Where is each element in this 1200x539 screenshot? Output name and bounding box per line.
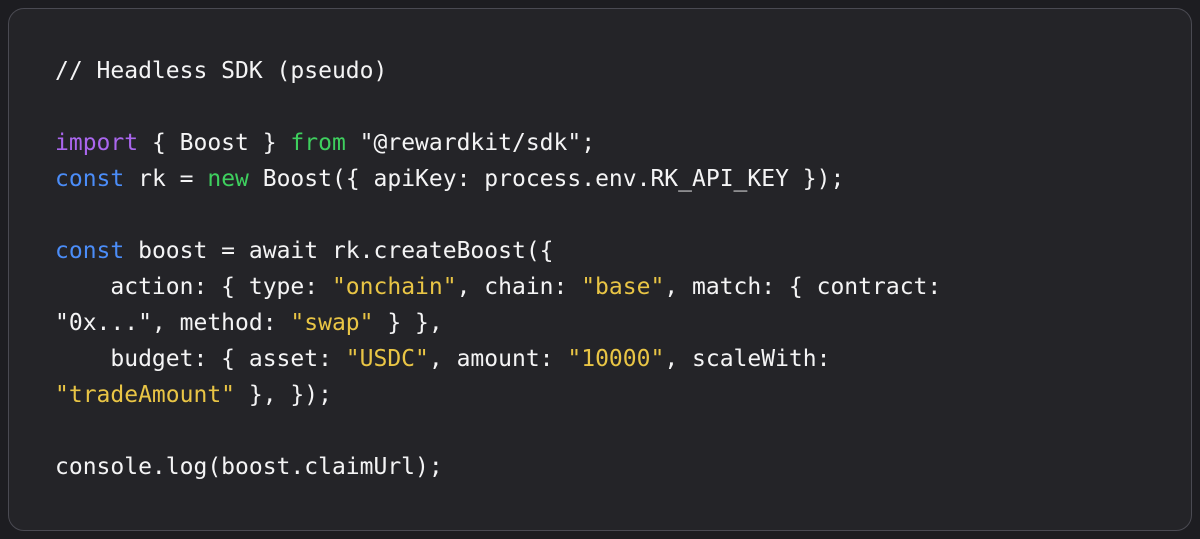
code-token-plain: , amount: (428, 346, 568, 372)
code-token-kw_purple: import (55, 130, 139, 156)
code-token-plain: , scaleWith: (664, 346, 831, 372)
code-block: // Headless SDK (pseudo) import { Boost … (55, 53, 1145, 485)
code-line (55, 89, 1145, 125)
code-token-plain: // Headless SDK (pseudo) (55, 58, 388, 84)
code-token-plain: budget: { asset: (55, 346, 346, 372)
code-line: "0x...", method: "swap" } }, (55, 305, 1145, 341)
code-token-kw_green: new (207, 166, 249, 192)
code-token-kw_green: from (290, 130, 346, 156)
code-token-plain: }, }); (235, 382, 332, 408)
code-token-plain: , match: { contract: (664, 274, 942, 300)
code-token-plain: action: { type: (55, 274, 332, 300)
code-line: const rk = new Boost({ apiKey: process.e… (55, 161, 1145, 197)
code-line (55, 413, 1145, 449)
code-token-plain: "@rewardkit/sdk"; (345, 130, 596, 156)
code-token-kw_blue: const (55, 166, 125, 192)
code-line: action: { type: "onchain", chain: "base"… (55, 269, 1145, 305)
code-line (55, 197, 1145, 233)
code-token-plain: rk = (124, 166, 208, 192)
code-token-string: "swap" (290, 310, 374, 336)
code-token-string: "onchain" (331, 274, 457, 300)
code-line: // Headless SDK (pseudo) (55, 53, 1145, 89)
code-token-string: "10000" (567, 346, 665, 372)
code-token-plain: "0x...", method: (55, 310, 291, 336)
code-token-plain: } }, (373, 310, 443, 336)
code-token-kw_blue: const (55, 238, 125, 264)
code-line: "tradeAmount" }, }); (55, 377, 1145, 413)
code-line: import { Boost } from "@rewardkit/sdk"; (55, 125, 1145, 161)
code-token-string: "USDC" (345, 346, 429, 372)
code-token-plain: { Boost } (138, 130, 291, 156)
code-line: console.log(boost.claimUrl); (55, 449, 1145, 485)
code-line: const boost = await rk.createBoost({ (55, 233, 1145, 269)
code-card: // Headless SDK (pseudo) import { Boost … (8, 8, 1192, 531)
code-token-plain: boost = await rk.createBoost({ (124, 238, 554, 264)
code-line: budget: { asset: "USDC", amount: "10000"… (55, 341, 1145, 377)
code-token-plain: , chain: (456, 274, 582, 300)
code-token-string: "tradeAmount" (55, 382, 236, 408)
code-token-plain: Boost({ apiKey: process.env.RK_API_KEY }… (248, 166, 845, 192)
code-token-plain: console.log(boost.claimUrl); (55, 454, 443, 480)
code-token-string: "base" (581, 274, 665, 300)
